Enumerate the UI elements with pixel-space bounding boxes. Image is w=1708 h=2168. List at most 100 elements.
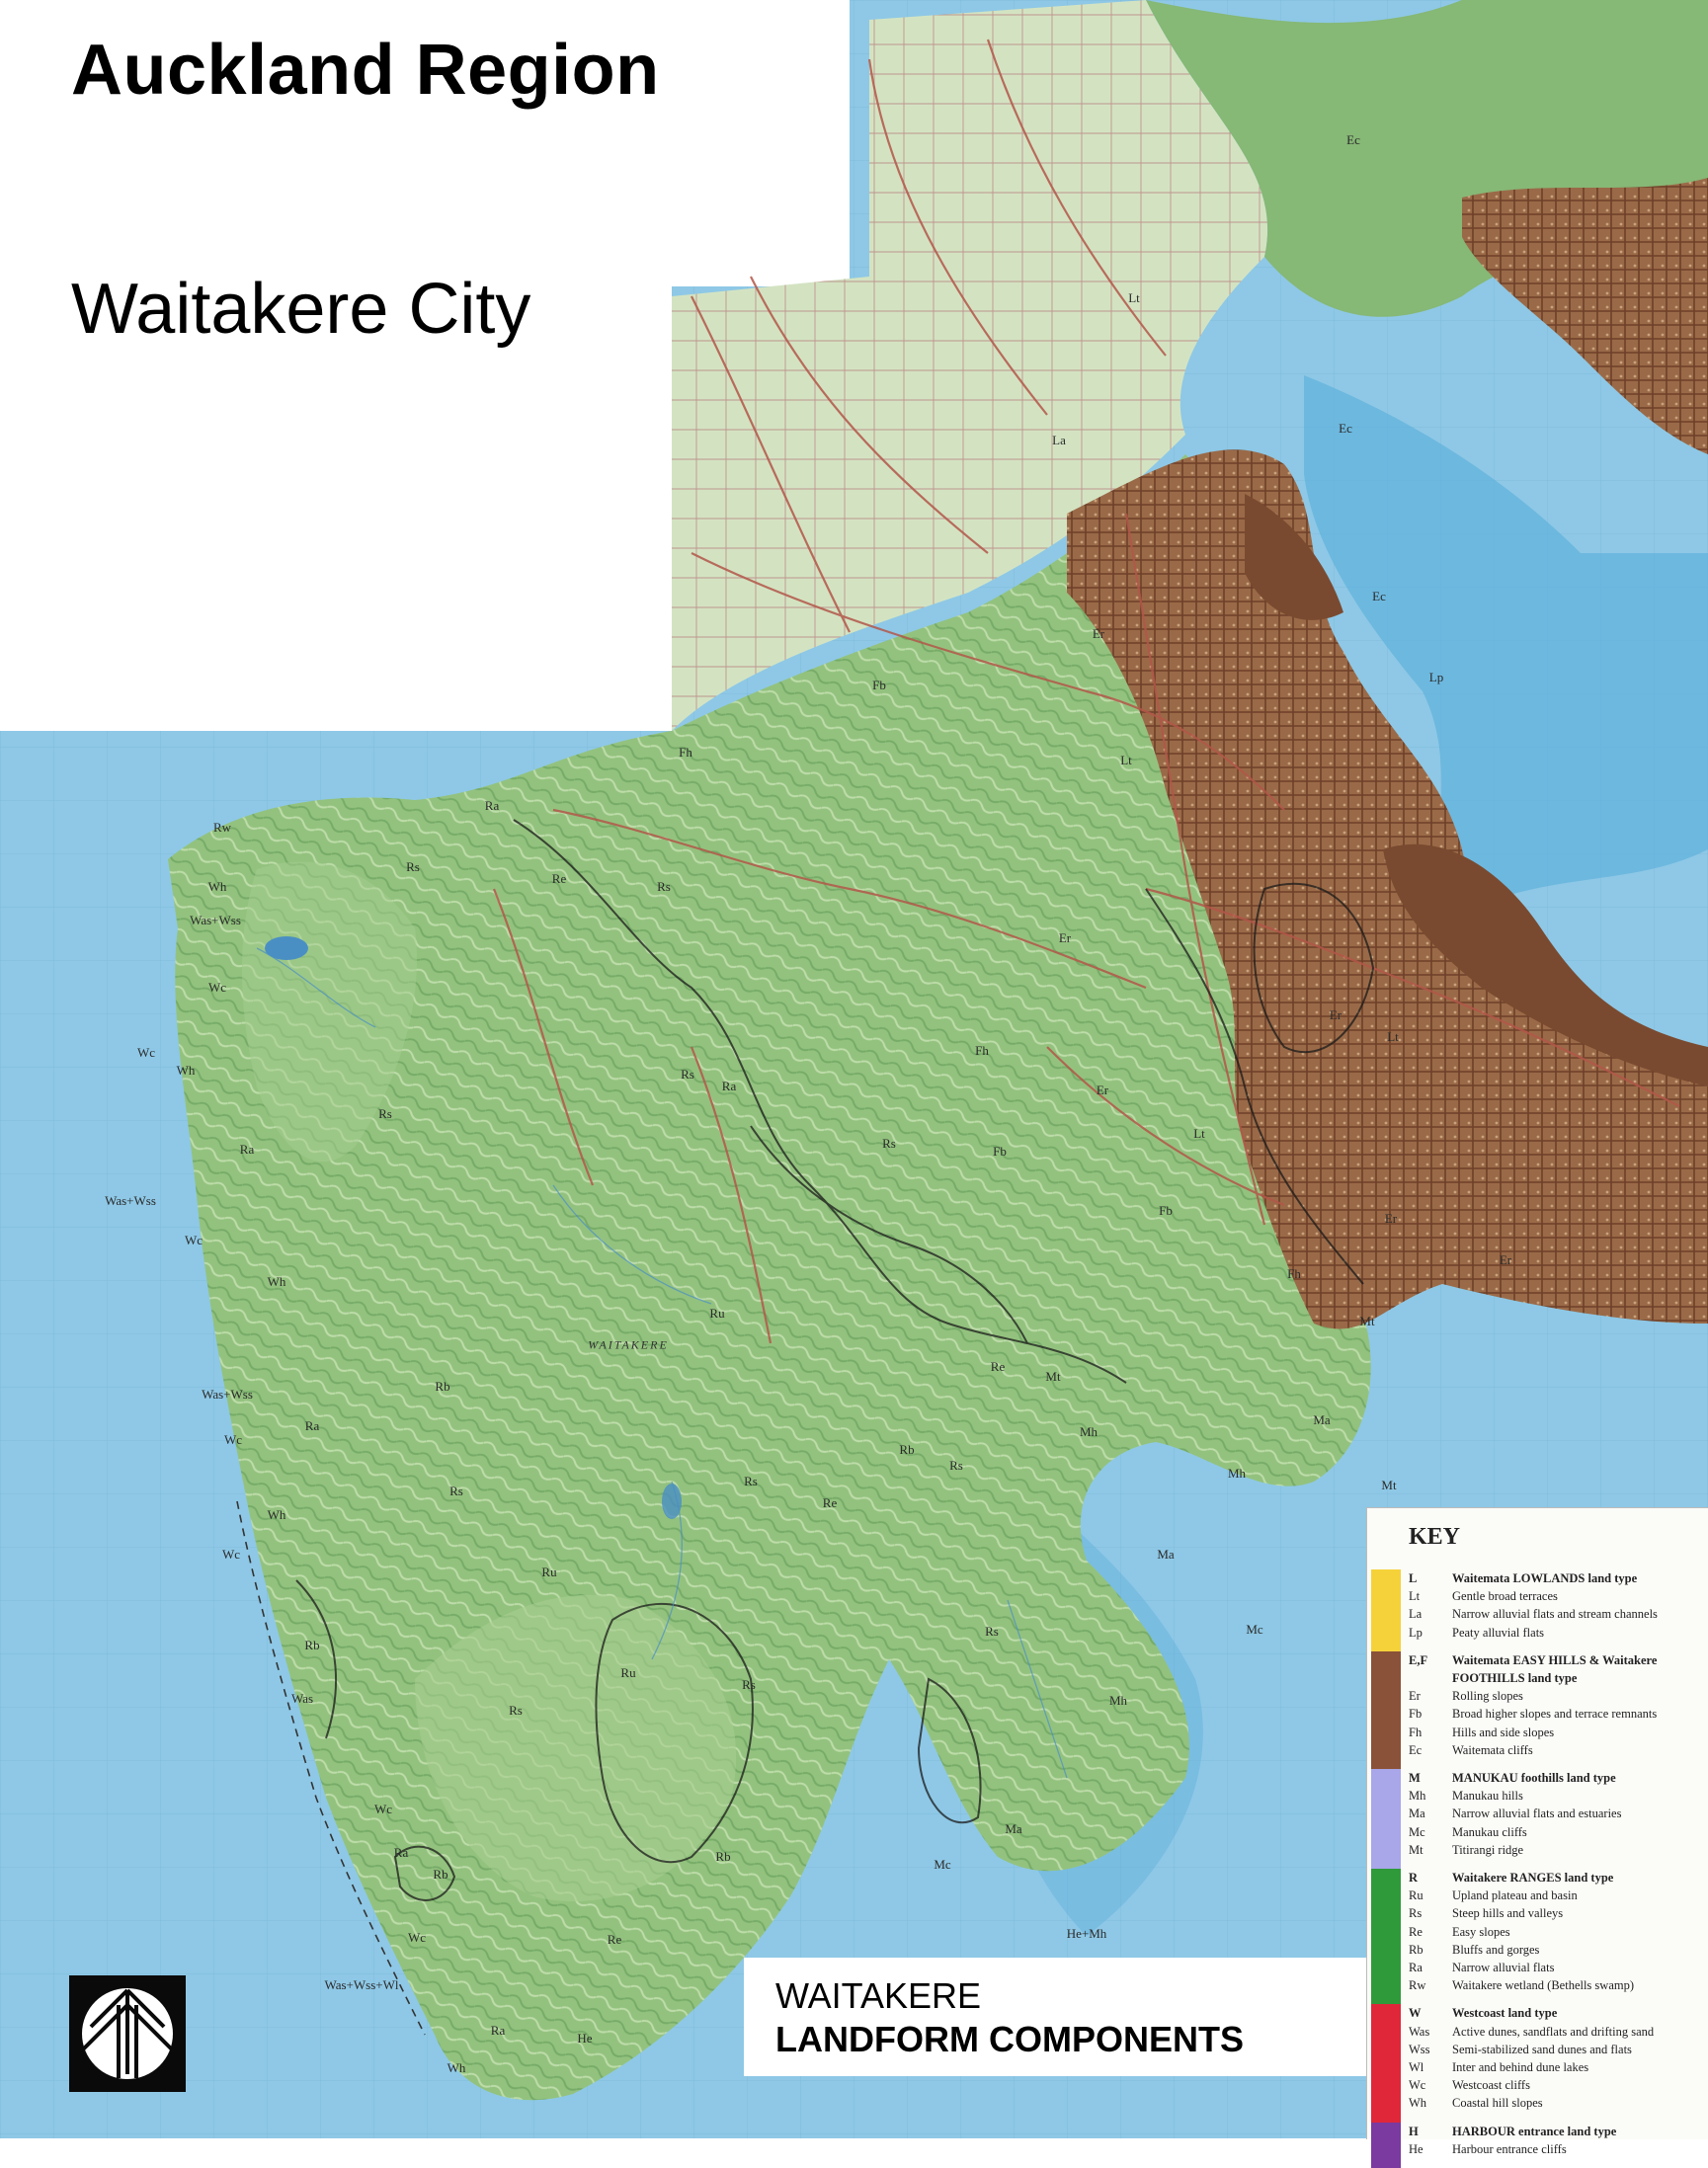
key-code: Ma [1409, 1807, 1425, 1821]
page-title: Auckland Region [71, 31, 660, 110]
key-code: Wss [1409, 2042, 1430, 2056]
key-code: Rw [1409, 1978, 1426, 1993]
key-description: Manukau cliffs [1452, 1824, 1527, 1839]
map-label: Rs [985, 1624, 999, 1639]
map-label: La [1052, 433, 1066, 447]
map-label: Wc [407, 1930, 427, 1945]
key-description: Narrow alluvial flats and estuaries [1452, 1807, 1622, 1821]
map-title-line1: WAITAKERE [775, 1975, 982, 2016]
key-row: Er Rolling slopes [1409, 1689, 1705, 1707]
map-label: Ru [709, 1306, 725, 1321]
map-label: Wh [176, 1063, 196, 1078]
map-label: Mc [1246, 1622, 1263, 1637]
map-label: Mt [1045, 1369, 1061, 1384]
key-description: Westcoast cliffs [1452, 2078, 1530, 2093]
map-label: Er [1499, 1252, 1512, 1267]
key-code: Wc [1409, 2078, 1426, 2093]
key-color-swatch [1371, 1650, 1401, 1769]
map-label: Rs [744, 1474, 758, 1488]
map-label: Rs [449, 1484, 463, 1498]
key-code: Lp [1409, 1625, 1423, 1640]
map-label: Ma [1005, 1821, 1022, 1836]
map-title-line2: LANDFORM COMPONENTS [775, 2019, 1244, 2059]
key-description: Easy slopes [1452, 1924, 1510, 1939]
key-description: Waitemata EASY HILLS & Waitakere [1452, 1652, 1658, 1667]
map-label: Mt [1381, 1478, 1397, 1492]
map-label: Er [1096, 1083, 1109, 1097]
key-description: Waitakere RANGES land type [1452, 1871, 1614, 1885]
key-code: Ru [1409, 1888, 1423, 1903]
map-label: Ra [239, 1142, 255, 1157]
harbour-water [1304, 375, 1708, 919]
key-code: Lt [1409, 1589, 1421, 1604]
key-code: Ec [1409, 1742, 1423, 1757]
key-description: Manukau hills [1452, 1789, 1523, 1804]
map-label: Mh [1108, 1693, 1128, 1708]
map-label: Ec [1339, 421, 1352, 436]
map-label: Was+Wss+Wl [324, 1977, 399, 1992]
map-label: Ma [1313, 1412, 1331, 1427]
map-label: Ra [304, 1418, 320, 1433]
map-label: Fb [872, 678, 886, 692]
key-row: FOOTHILLS land type [1409, 1671, 1705, 1689]
key-code: Fb [1409, 1707, 1423, 1722]
page-subtitle: Waitakere City [71, 270, 531, 349]
map-label: Wc [136, 1045, 156, 1060]
map-label: Was [290, 1691, 314, 1706]
key-description: Active dunes, sandflats and drifting san… [1452, 2024, 1655, 2039]
key-code: Er [1409, 1689, 1421, 1704]
map-label: Rs [378, 1106, 392, 1121]
key-code: W [1409, 2006, 1422, 2021]
map-label: Wh [447, 2060, 466, 2075]
map-label: Ra [484, 798, 500, 813]
map-label: Wh [267, 1274, 286, 1289]
map-label: Was+Wss [202, 1387, 253, 1402]
map-label: Lp [1428, 670, 1444, 684]
map-label: Lt [1387, 1029, 1399, 1044]
map-label: Rs [882, 1136, 896, 1151]
map-label: Ru [620, 1665, 636, 1680]
key-description: MANUKAU foothills land type [1452, 1771, 1616, 1785]
landform-boundaries [295, 819, 1375, 1901]
map-label: Er [1092, 626, 1105, 641]
map-label: Mh [1227, 1466, 1247, 1481]
map-label: Er [1384, 1211, 1398, 1226]
key-code: Wl [1409, 2059, 1424, 2074]
key-code: La [1409, 1607, 1423, 1622]
key-description: Gentle broad terraces [1452, 1589, 1558, 1604]
key-description: Broad higher slopes and terrace remnants [1452, 1707, 1658, 1722]
map-label: Was+Wss [190, 913, 241, 927]
map-label: Mt [1359, 1314, 1375, 1328]
key-color-swatch [1371, 1769, 1401, 1869]
map-label: Re [551, 871, 567, 886]
key-description: Rolling slopes [1452, 1689, 1523, 1704]
key-code: R [1409, 1871, 1419, 1885]
key-color-swatch [1371, 1869, 1401, 2005]
map-label: Wh [267, 1507, 286, 1522]
lowlands-area [672, 0, 1268, 731]
map-label: Rw [212, 820, 232, 835]
key-row: Fb Broad higher slopes and terrace remnan… [1409, 1707, 1705, 1725]
map-label: Wh [207, 879, 227, 894]
map-label: Lt [1128, 290, 1140, 305]
map-label: Rs [949, 1458, 963, 1473]
map-label: Fh [975, 1043, 989, 1058]
map-label: Re [607, 1932, 622, 1947]
